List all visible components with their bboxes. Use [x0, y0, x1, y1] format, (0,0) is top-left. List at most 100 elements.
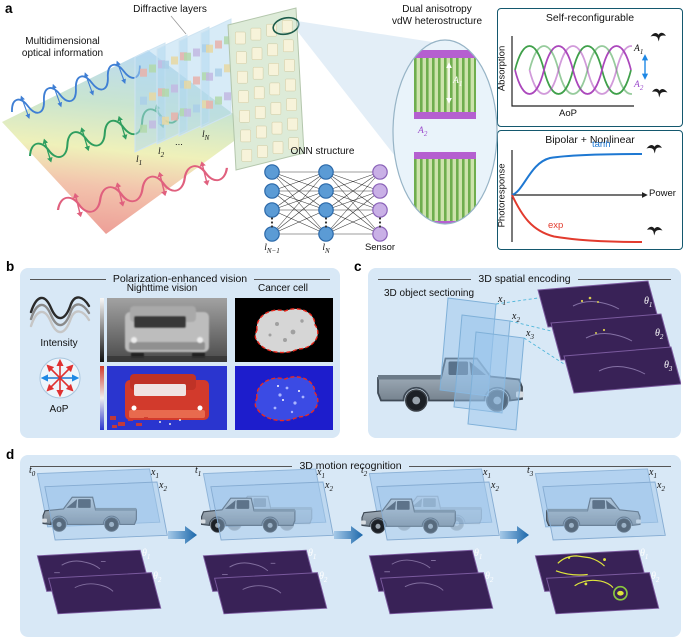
plane-label-theta3: θ3	[664, 360, 673, 373]
aop-label: AoP	[49, 404, 69, 415]
panel-d-title: 3D motion recognition	[299, 460, 402, 472]
vdw-A1-label: A1	[453, 76, 463, 88]
nn-label-lN: lN	[322, 243, 330, 255]
frame3-x1: x1	[649, 467, 657, 480]
motion-arrow-icon	[500, 526, 529, 544]
onn-network	[264, 164, 388, 242]
cancer-cell-intensity-image	[235, 298, 333, 362]
self-A2-label: A2	[634, 80, 644, 92]
frame0-theta1: θ1	[142, 548, 151, 561]
truck-illustration	[200, 497, 296, 533]
frame2-x1: x1	[483, 467, 491, 480]
intensity-label: Intensity	[40, 338, 78, 349]
panel-b-letter: b	[6, 259, 15, 274]
polarization-vision-box: Polarization-enhanced vision Intensity A…	[20, 268, 340, 438]
vdw-A2-label: A2	[418, 126, 428, 138]
time-label-t0: t0	[29, 465, 36, 478]
frame3-theta1: θ1	[640, 548, 649, 561]
panel-b-title-row: Polarization-enhanced vision	[30, 273, 330, 285]
jet-colorbar	[100, 366, 104, 430]
time-label-t3: t3	[527, 465, 534, 478]
panel-b-title: Polarization-enhanced vision	[112, 273, 248, 285]
truck-illustration	[546, 497, 642, 533]
absorption-axis-label: Absorption	[496, 45, 508, 92]
time-label-t1: t1	[195, 465, 202, 478]
wave-blue	[7, 55, 145, 123]
cancer-cell-label: Cancer cell	[257, 283, 309, 294]
frame1-x1: x1	[317, 467, 325, 480]
nn-label-lNm1: lN−1	[264, 243, 280, 255]
frame0-x1: x1	[151, 467, 159, 480]
self-box-title: Self-reconfigurable	[545, 12, 635, 24]
vdw-heterostructure	[297, 21, 498, 225]
frame0-theta2: θ2	[153, 571, 162, 584]
frame3-theta2: θ2	[651, 571, 660, 584]
aop-speckles	[159, 419, 181, 425]
optical-field-surface	[2, 50, 252, 234]
vdw-title-2: vdW heterostructure	[391, 16, 483, 27]
cancer-cell-aop-image	[235, 366, 333, 430]
exp-label: exp	[548, 220, 564, 231]
encoded-pattern	[54, 560, 114, 592]
wave-pink	[54, 157, 231, 221]
panel-c-title: 3D spatial encoding	[478, 273, 571, 285]
panel-d-letter: d	[6, 447, 15, 462]
frame3-x2: x2	[657, 480, 665, 493]
photoresponse-axis-label: Photoresponse	[496, 163, 508, 228]
diffractive-layers-label: Diffractive layers	[133, 4, 207, 15]
truck-ghost	[216, 495, 313, 531]
frame1-theta1: θ1	[308, 548, 317, 561]
panel-c-title-row: 3D spatial encoding	[378, 273, 672, 285]
self-reconfigurable-box: Self-reconfigurable	[497, 8, 683, 127]
frame1-x2: x2	[325, 480, 333, 493]
nighttime-intensity-image	[100, 298, 227, 362]
aop-noise	[110, 416, 148, 428]
layer-label-lN: lN	[202, 130, 210, 142]
onn-structure-label: ONN structure	[290, 146, 355, 157]
aop-axis-label: AoP	[559, 108, 577, 119]
motion-arrow-icon	[334, 526, 363, 544]
panel-a-letter: a	[5, 1, 13, 16]
object-sectioning-label: 3D object sectioning	[384, 288, 475, 299]
frame2-theta1: θ1	[474, 548, 483, 561]
layer-label-dots: ...	[175, 137, 183, 148]
frame0-x2: x2	[159, 480, 167, 493]
van-aop-illustration	[125, 374, 209, 420]
frame2-x2: x2	[491, 480, 499, 493]
zoom-ellipse	[272, 16, 300, 36]
van-illustration	[125, 306, 209, 358]
truck-illustration	[41, 496, 137, 532]
motion-frame-0	[36, 468, 168, 615]
multidimensional-label-1: Multidimensional	[25, 36, 100, 47]
frame1-theta2: θ2	[319, 571, 328, 584]
cell-outline	[254, 376, 319, 422]
encoded-pattern	[384, 559, 444, 591]
gray-colorbar	[100, 298, 104, 362]
vdw-title-1: Dual anisotropy	[402, 4, 472, 15]
motion-recognition-box: 3D motion recognition	[20, 455, 681, 637]
multidimensional-label-2: optical information	[21, 48, 104, 59]
truck-illustration	[360, 498, 456, 534]
diffractive-layer-stack	[134, 15, 232, 153]
panel-d-title-row: 3D motion recognition	[30, 460, 672, 472]
aop-compass-icon	[39, 357, 81, 399]
truck-ghost	[386, 495, 483, 531]
bipolar-box-title: Bipolar + Nonlinear	[545, 134, 635, 146]
layer-label-l1: l1	[136, 155, 143, 167]
tanh-label: tanh	[592, 139, 611, 150]
self-A1-label: A1	[634, 44, 644, 56]
time-label-t2: t2	[361, 465, 368, 478]
power-axis-label: Power	[649, 188, 676, 199]
motion-frame-2	[360, 468, 500, 615]
plane-label-x1: x1	[498, 294, 506, 307]
encoded-pattern	[222, 562, 282, 594]
spatial-encoding-box: 3D spatial encoding 3D object sectioning	[368, 268, 681, 438]
plane-label-theta1: θ1	[644, 296, 653, 309]
truck-illustration	[377, 357, 525, 412]
plane-label-x2: x2	[512, 311, 520, 324]
plane-label-theta2: θ2	[655, 328, 664, 341]
layer-label-l2: l2	[158, 147, 165, 159]
nighttime-aop-image	[100, 366, 227, 430]
frame2-theta2: θ2	[485, 571, 494, 584]
